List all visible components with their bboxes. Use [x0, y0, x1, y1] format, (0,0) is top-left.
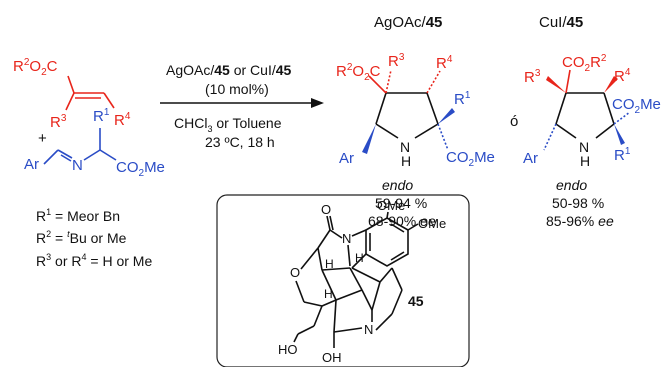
- svg-text:endo: endo: [382, 177, 413, 193]
- product-endo-copper: R3 CO2R2 R4 CO2Me R1 Ar N H endo 50-98 %…: [523, 53, 661, 229]
- svg-text:R3: R3: [524, 68, 541, 86]
- svg-text:N: N: [342, 231, 351, 246]
- svg-text:R1 = Meor Bn: R1 = Meor Bn: [36, 207, 120, 224]
- svg-text:23 ºC, 18 h: 23 ºC, 18 h: [205, 134, 275, 150]
- svg-text:R2O2C: R2O2C: [336, 62, 381, 83]
- svg-text:Ar: Ar: [523, 150, 538, 167]
- svg-text:H: H: [401, 153, 411, 169]
- svg-text:H: H: [325, 257, 334, 271]
- svg-text:N: N: [364, 322, 373, 337]
- svg-text:CO2Me: CO2Me: [116, 159, 165, 179]
- svg-text:R1: R1: [93, 107, 110, 125]
- svg-text:CHCl3 or Toluene: CHCl3 or Toluene: [174, 115, 282, 134]
- svg-text:Ar: Ar: [339, 150, 354, 167]
- svg-text:OH: OH: [322, 350, 342, 365]
- svg-text:N: N: [579, 139, 589, 155]
- svg-text:R2O2C: R2O2C: [13, 57, 58, 78]
- svg-text:O: O: [321, 202, 331, 217]
- substituent-legend: R1 = Meor Bn R2 = tBu or Me R3 or R4 = H…: [36, 207, 152, 269]
- svg-text:59-94 %: 59-94 %: [375, 195, 427, 211]
- ligand-number: 45: [408, 293, 424, 309]
- ome-top-label: OMe: [377, 198, 405, 213]
- svg-text:CO2R2: CO2R2: [562, 53, 607, 74]
- svg-text:R1: R1: [454, 90, 471, 108]
- product-endo-silver: R2O2C R3 R4 R1 CO2Me Ar N H endo 59-94 %…: [336, 52, 495, 229]
- svg-text:endo: endo: [556, 177, 587, 193]
- svg-text:N: N: [72, 157, 83, 174]
- reactant-imine: + Ar N R1 CO2Me: [24, 107, 165, 179]
- reaction-conditions: AgOAc/45 or CuI/45 (10 mol%) CHCl3 or To…: [166, 62, 292, 150]
- svg-text:50-98 %: 50-98 %: [552, 195, 604, 211]
- svg-text:R3: R3: [50, 113, 67, 131]
- svg-text:R4: R4: [114, 111, 131, 129]
- svg-text:H: H: [580, 153, 590, 169]
- svg-text:85-96% ee: 85-96% ee: [546, 213, 614, 229]
- svg-text:R4: R4: [436, 54, 453, 72]
- svg-text:R3: R3: [388, 52, 405, 70]
- svg-text:R2 = tBu or Me: R2 = tBu or Me: [36, 229, 127, 246]
- svg-text:HO: HO: [278, 342, 298, 357]
- reaction-arrow: [160, 98, 324, 108]
- svg-text:N: N: [400, 139, 410, 155]
- svg-text:H: H: [324, 287, 333, 301]
- ligand-45-structure: OMe OMe N O O H H H 45: [216, 194, 470, 367]
- svg-text:H: H: [355, 251, 364, 265]
- svg-text:CO2Me: CO2Me: [446, 149, 495, 169]
- svg-text:R4: R4: [614, 67, 631, 85]
- catalyst-header-copper: CuI/45: [539, 14, 583, 31]
- svg-text:Ar: Ar: [24, 156, 39, 173]
- svg-text:CO2Me: CO2Me: [612, 96, 661, 116]
- svg-text:68-90% ee: 68-90% ee: [368, 213, 436, 229]
- ome-right-label: OMe: [418, 216, 446, 231]
- svg-text:AgOAc/45 or CuI/45: AgOAc/45 or CuI/45: [166, 62, 292, 78]
- svg-text:R1: R1: [614, 146, 631, 164]
- ligand-box: [216, 194, 470, 367]
- svg-text:(10 mol%): (10 mol%): [205, 81, 269, 97]
- reactant-acrylate: R2O2C R3 R4: [13, 57, 131, 131]
- catalyst-header-silver: AgOAc/45: [374, 14, 442, 31]
- svg-text:O: O: [290, 265, 300, 280]
- svg-text:R3 or R4 = H or Me: R3 or R4 = H or Me: [36, 252, 152, 269]
- or-separator: ó: [510, 113, 518, 130]
- svg-text:+: +: [38, 130, 47, 147]
